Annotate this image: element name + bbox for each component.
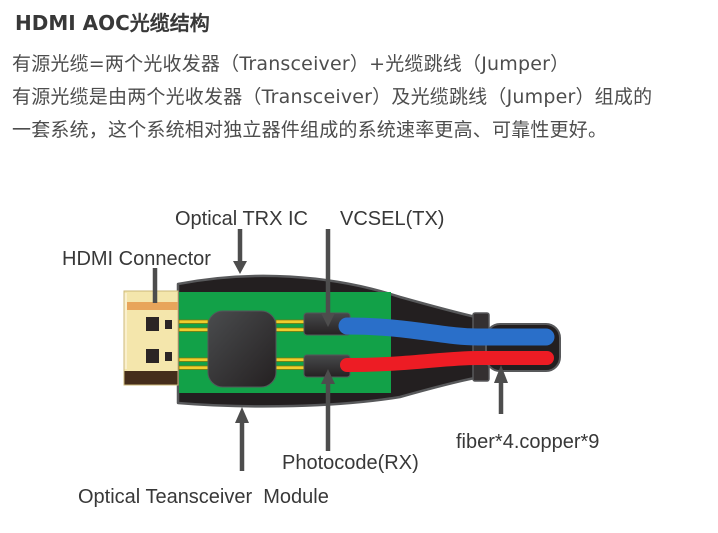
label-photocode-rx: Photocode(RX) <box>282 452 419 474</box>
connector-outline <box>123 290 179 386</box>
connector-pin-3 <box>146 349 159 363</box>
trace-bottom-right-b <box>275 365 305 370</box>
label-fiber-copper: fiber*4.copper*9 <box>456 431 600 453</box>
trace-top-right-a <box>275 319 305 324</box>
intro-line-1: 有源光缆=两个光收发器（Transceiver）+光缆跳线（Jumper） <box>12 53 570 75</box>
trace-top-right-b <box>275 327 305 332</box>
label-optical-transceiver-module: Optical Teansceiver Module <box>78 486 329 508</box>
connector-stripe <box>124 302 178 310</box>
trace-top-left-b <box>178 327 209 332</box>
hdmi-connector-graphic <box>123 290 179 386</box>
red-fiber-wire <box>340 351 554 372</box>
connector-pin-2 <box>165 320 172 329</box>
annotation-arrows <box>152 229 508 471</box>
page-title: HDMI AOC光缆结构 <box>15 11 210 35</box>
fiber-copper-arrowhead <box>494 365 508 383</box>
vcsel-tx-arrowhead <box>321 313 335 327</box>
trace-bottom-left-b <box>178 365 209 370</box>
pcb-traces <box>178 319 305 370</box>
connector-left-highlight <box>124 293 127 369</box>
intro-line-2: 有源光缆是由两个光收发器（Transceiver）及光缆跳线（Jumper）组成… <box>12 86 653 108</box>
label-hdmi-connector: HDMI Connector <box>62 248 211 270</box>
connector-base <box>124 371 178 385</box>
blue-fiber-wire <box>338 317 555 346</box>
label-optical-trx-ic: Optical TRX IC <box>175 208 308 230</box>
label-vcsel-tx: VCSEL(TX) <box>340 208 445 230</box>
optical-trx-ic-chip <box>207 310 277 388</box>
connector-pin-1 <box>146 317 159 331</box>
connector-pin-4 <box>165 352 172 361</box>
trace-bottom-right-a <box>275 357 305 362</box>
transceiver-module-arrowhead <box>235 407 249 423</box>
photocode-rx-arrowhead <box>321 369 335 384</box>
optical-trx-ic-arrowhead <box>233 261 247 274</box>
connector-top <box>124 291 178 302</box>
trace-top-left-a <box>178 319 209 324</box>
trace-bottom-left-a <box>178 357 209 362</box>
intro-line-3: 一套系统，这个系统相对独立器件组成的系统速率更高、可靠性更好。 <box>12 119 608 141</box>
